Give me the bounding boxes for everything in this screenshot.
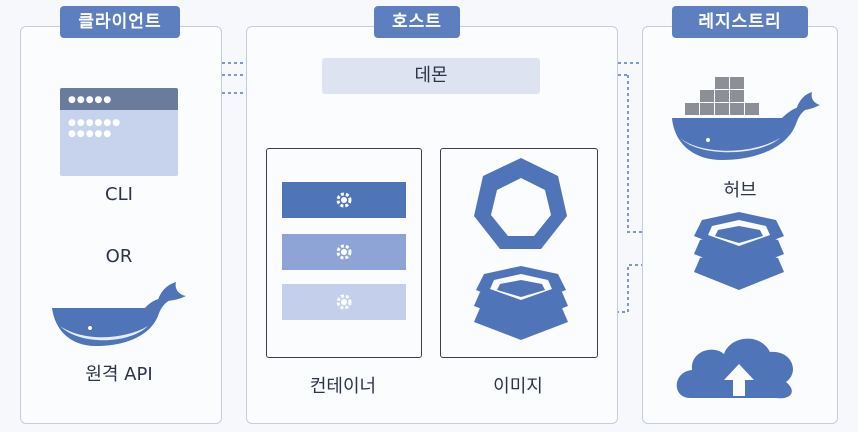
cli-label: CLI	[105, 184, 133, 205]
gear-icon	[336, 192, 352, 208]
container-bar-2	[282, 234, 406, 270]
container-bar-3	[282, 284, 406, 320]
remote-api-label: 원격 API	[85, 364, 153, 385]
hub-label: 허브	[723, 180, 757, 201]
host-tag: 호스트	[374, 6, 460, 38]
gear-icon	[336, 294, 352, 310]
registry-tag: 레지스트리	[672, 6, 808, 38]
images-label: 이미지	[493, 376, 543, 397]
container-bar-1	[282, 182, 406, 218]
or-label: OR	[105, 246, 133, 267]
daemon-box: 데몬	[322, 58, 540, 94]
cli-window-icon: ●●●●● ●●●●●●●●●●●	[60, 88, 178, 176]
client-tag: 클라이언트	[60, 6, 180, 38]
gear-icon	[336, 244, 352, 260]
containers-label: 컨테이너	[309, 376, 377, 397]
